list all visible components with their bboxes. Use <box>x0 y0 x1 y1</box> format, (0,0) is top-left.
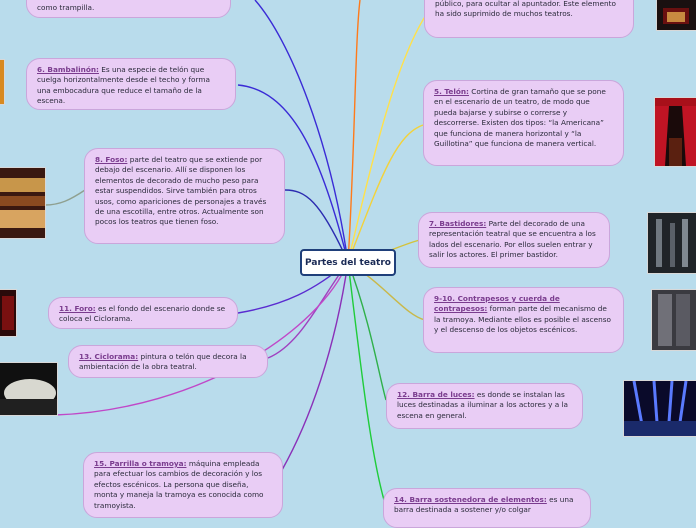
node-luces-title: 12. Barra de luces: <box>397 390 475 399</box>
node-bastidores-title: 7. Bastidores: <box>429 219 486 228</box>
node-sostenedora[interactable]: 14. Barra sostenedora de elementos: es u… <box>383 488 591 528</box>
link-sostenedora <box>348 262 384 500</box>
node-bastidores[interactable]: 7. Bastidores: Parte del decorado de una… <box>418 212 610 268</box>
node-sostenedora-title: 14. Barra sostenedora de elementos: <box>394 495 547 504</box>
image-bambalinon <box>0 60 4 104</box>
node-trampilla[interactable]: como trampilla. <box>26 0 231 18</box>
node-telon-title: 5. Telón: <box>434 87 469 96</box>
image-foro <box>0 290 16 336</box>
image-foso <box>0 168 45 238</box>
node-apuntador-text: público, para ocultar al apuntador. Este… <box>435 0 616 18</box>
image-telon <box>655 98 696 166</box>
node-telon-text: Cortina de gran tamaño que se pone en el… <box>434 87 606 148</box>
link-parrilla <box>282 262 348 470</box>
node-apuntador[interactable]: público, para ocultar al apuntador. Este… <box>424 0 634 38</box>
link-image-stage <box>55 262 348 415</box>
image-apuntador <box>657 0 696 30</box>
link-apuntador <box>348 12 428 262</box>
node-ciclorama-title: 13. Ciclorama: <box>79 352 138 361</box>
link-image-foso <box>45 190 85 205</box>
node-bambalinon[interactable]: 6. Bambalinón: Es una especie de telón q… <box>26 58 236 110</box>
image-ciclorama <box>0 363 57 415</box>
node-ciclorama[interactable]: 13. Ciclorama: pintura o telón que decor… <box>68 345 268 378</box>
central-topic-label: Partes del teatro <box>305 258 391 268</box>
link-ciclorama <box>268 262 348 358</box>
node-telon[interactable]: 5. Telón: Cortina de gran tamaño que se … <box>423 80 624 166</box>
image-contrapesos <box>652 290 696 350</box>
node-bambalinon-title: 6. Bambalinón: <box>37 65 99 74</box>
node-trampilla-text: como trampilla. <box>37 3 94 12</box>
link-luces <box>348 262 386 400</box>
link-apuntador-2 <box>348 0 360 262</box>
node-foso[interactable]: 8. Foso: parte del teatro que se extiend… <box>84 148 285 244</box>
node-foso-text: parte del teatro que se extiende por deb… <box>95 155 266 226</box>
link-telon <box>348 125 423 262</box>
node-parrilla-title: 15. Parrilla o tramoya: <box>94 459 187 468</box>
image-luces <box>624 381 696 436</box>
node-foro[interactable]: 11. Foro: es el fondo del escenario dond… <box>48 297 238 329</box>
node-foso-title: 8. Foso: <box>95 155 127 164</box>
central-topic[interactable]: Partes del teatro <box>300 249 396 276</box>
node-luces[interactable]: 12. Barra de luces: es donde se instalan… <box>386 383 583 429</box>
node-parrilla[interactable]: 15. Parrilla o tramoya: máquina empleada… <box>83 452 283 518</box>
node-contrapesos[interactable]: 9-10. Contrapesos y cuerda de contrapeso… <box>423 287 624 353</box>
image-bastidores <box>648 213 696 273</box>
node-foro-title: 11. Foro: <box>59 304 96 313</box>
